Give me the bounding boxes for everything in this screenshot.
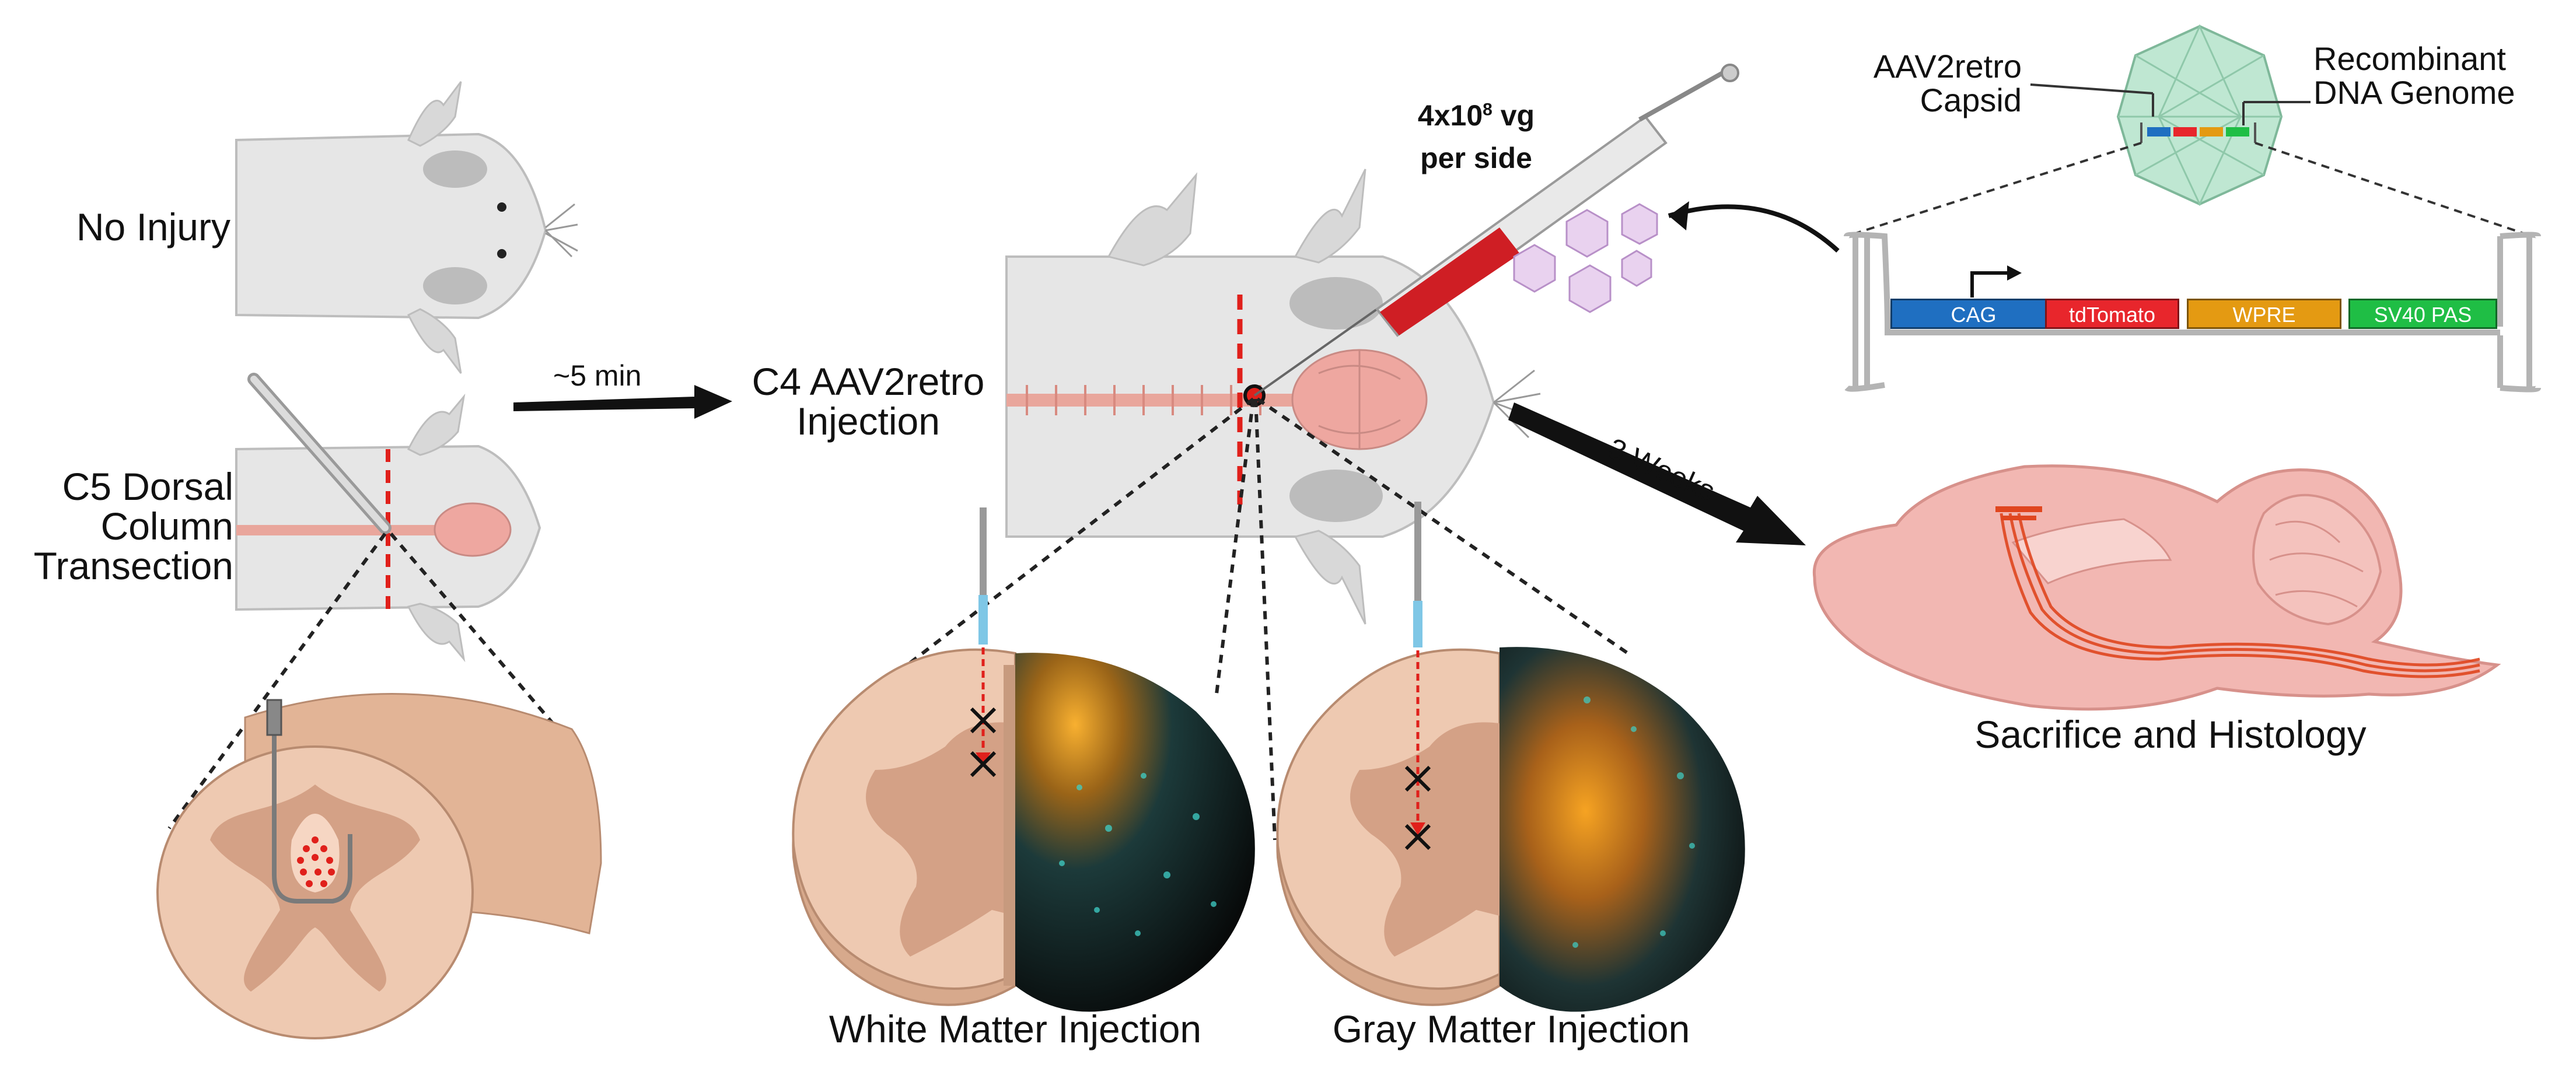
zoom-line-left-a <box>167 533 387 829</box>
white-matter-label: White Matter Injection <box>829 1007 1202 1051</box>
zoom-lines-center <box>868 397 1629 841</box>
capsid-pointer <box>2030 83 2154 94</box>
genome-element-tdtomato: tdTomato <box>2045 299 2179 329</box>
mouse-c4-injection <box>1005 169 1541 625</box>
genome-element-wpre: WPRE <box>2187 299 2341 329</box>
zoom-line-left-b <box>389 533 579 754</box>
virus-particles <box>1513 203 1658 313</box>
sagittal-brain <box>1812 464 2501 711</box>
genome-zoom-right <box>2255 142 2524 234</box>
genome-element-cag: CAG <box>1890 299 2057 329</box>
dose-exponent: 8 <box>1483 100 1493 120</box>
dose-label-line2: per side <box>1420 142 1532 174</box>
gray-matter-label: Gray Matter Injection <box>1332 1007 1690 1051</box>
no-injury-label: No Injury <box>76 205 230 248</box>
dose-base: 4x10 <box>1417 99 1483 132</box>
mouse-c5-transection <box>235 373 541 663</box>
c4-label-line1: C4 AAV2retro <box>752 360 985 403</box>
mouse-no-injury <box>235 81 578 374</box>
genome-vector <box>1844 232 2541 393</box>
c4-label-line2: Injection <box>796 400 940 443</box>
c5-label-line1: C5 Dorsal <box>62 465 233 508</box>
capsid-label-line1: AAV2retro <box>1873 48 2022 85</box>
c5-label-line3: Transection <box>33 544 233 587</box>
arrow-5min <box>513 385 732 419</box>
sacrifice-label: Sacrifice and Histology <box>1974 713 2367 756</box>
arrow-3weeks <box>1508 402 1806 545</box>
capsid-label-line2: Capsid <box>1920 82 2022 118</box>
c5-label-line2: Column <box>100 505 233 548</box>
genome-element-sv40: SV40 PAS <box>2348 299 2497 329</box>
dose-unit: vg <box>1492 99 1535 132</box>
genome-label-line1: Recombinant <box>2313 40 2506 77</box>
genome-zoom-left <box>1855 142 2142 234</box>
genome-label-line2: DNA Genome <box>2313 74 2515 111</box>
dose-label-line1: 4x108 vg <box>1389 100 1564 131</box>
syringe <box>1253 64 1739 397</box>
aav-capsid <box>2116 24 2283 206</box>
histology-white-matter <box>792 507 1255 1012</box>
time-delay-label: ~5 min <box>553 359 642 392</box>
spinal-cord-cylinder <box>156 693 602 1039</box>
histology-gray-matter <box>1276 502 1745 1012</box>
virus-arrow <box>1668 204 1840 253</box>
